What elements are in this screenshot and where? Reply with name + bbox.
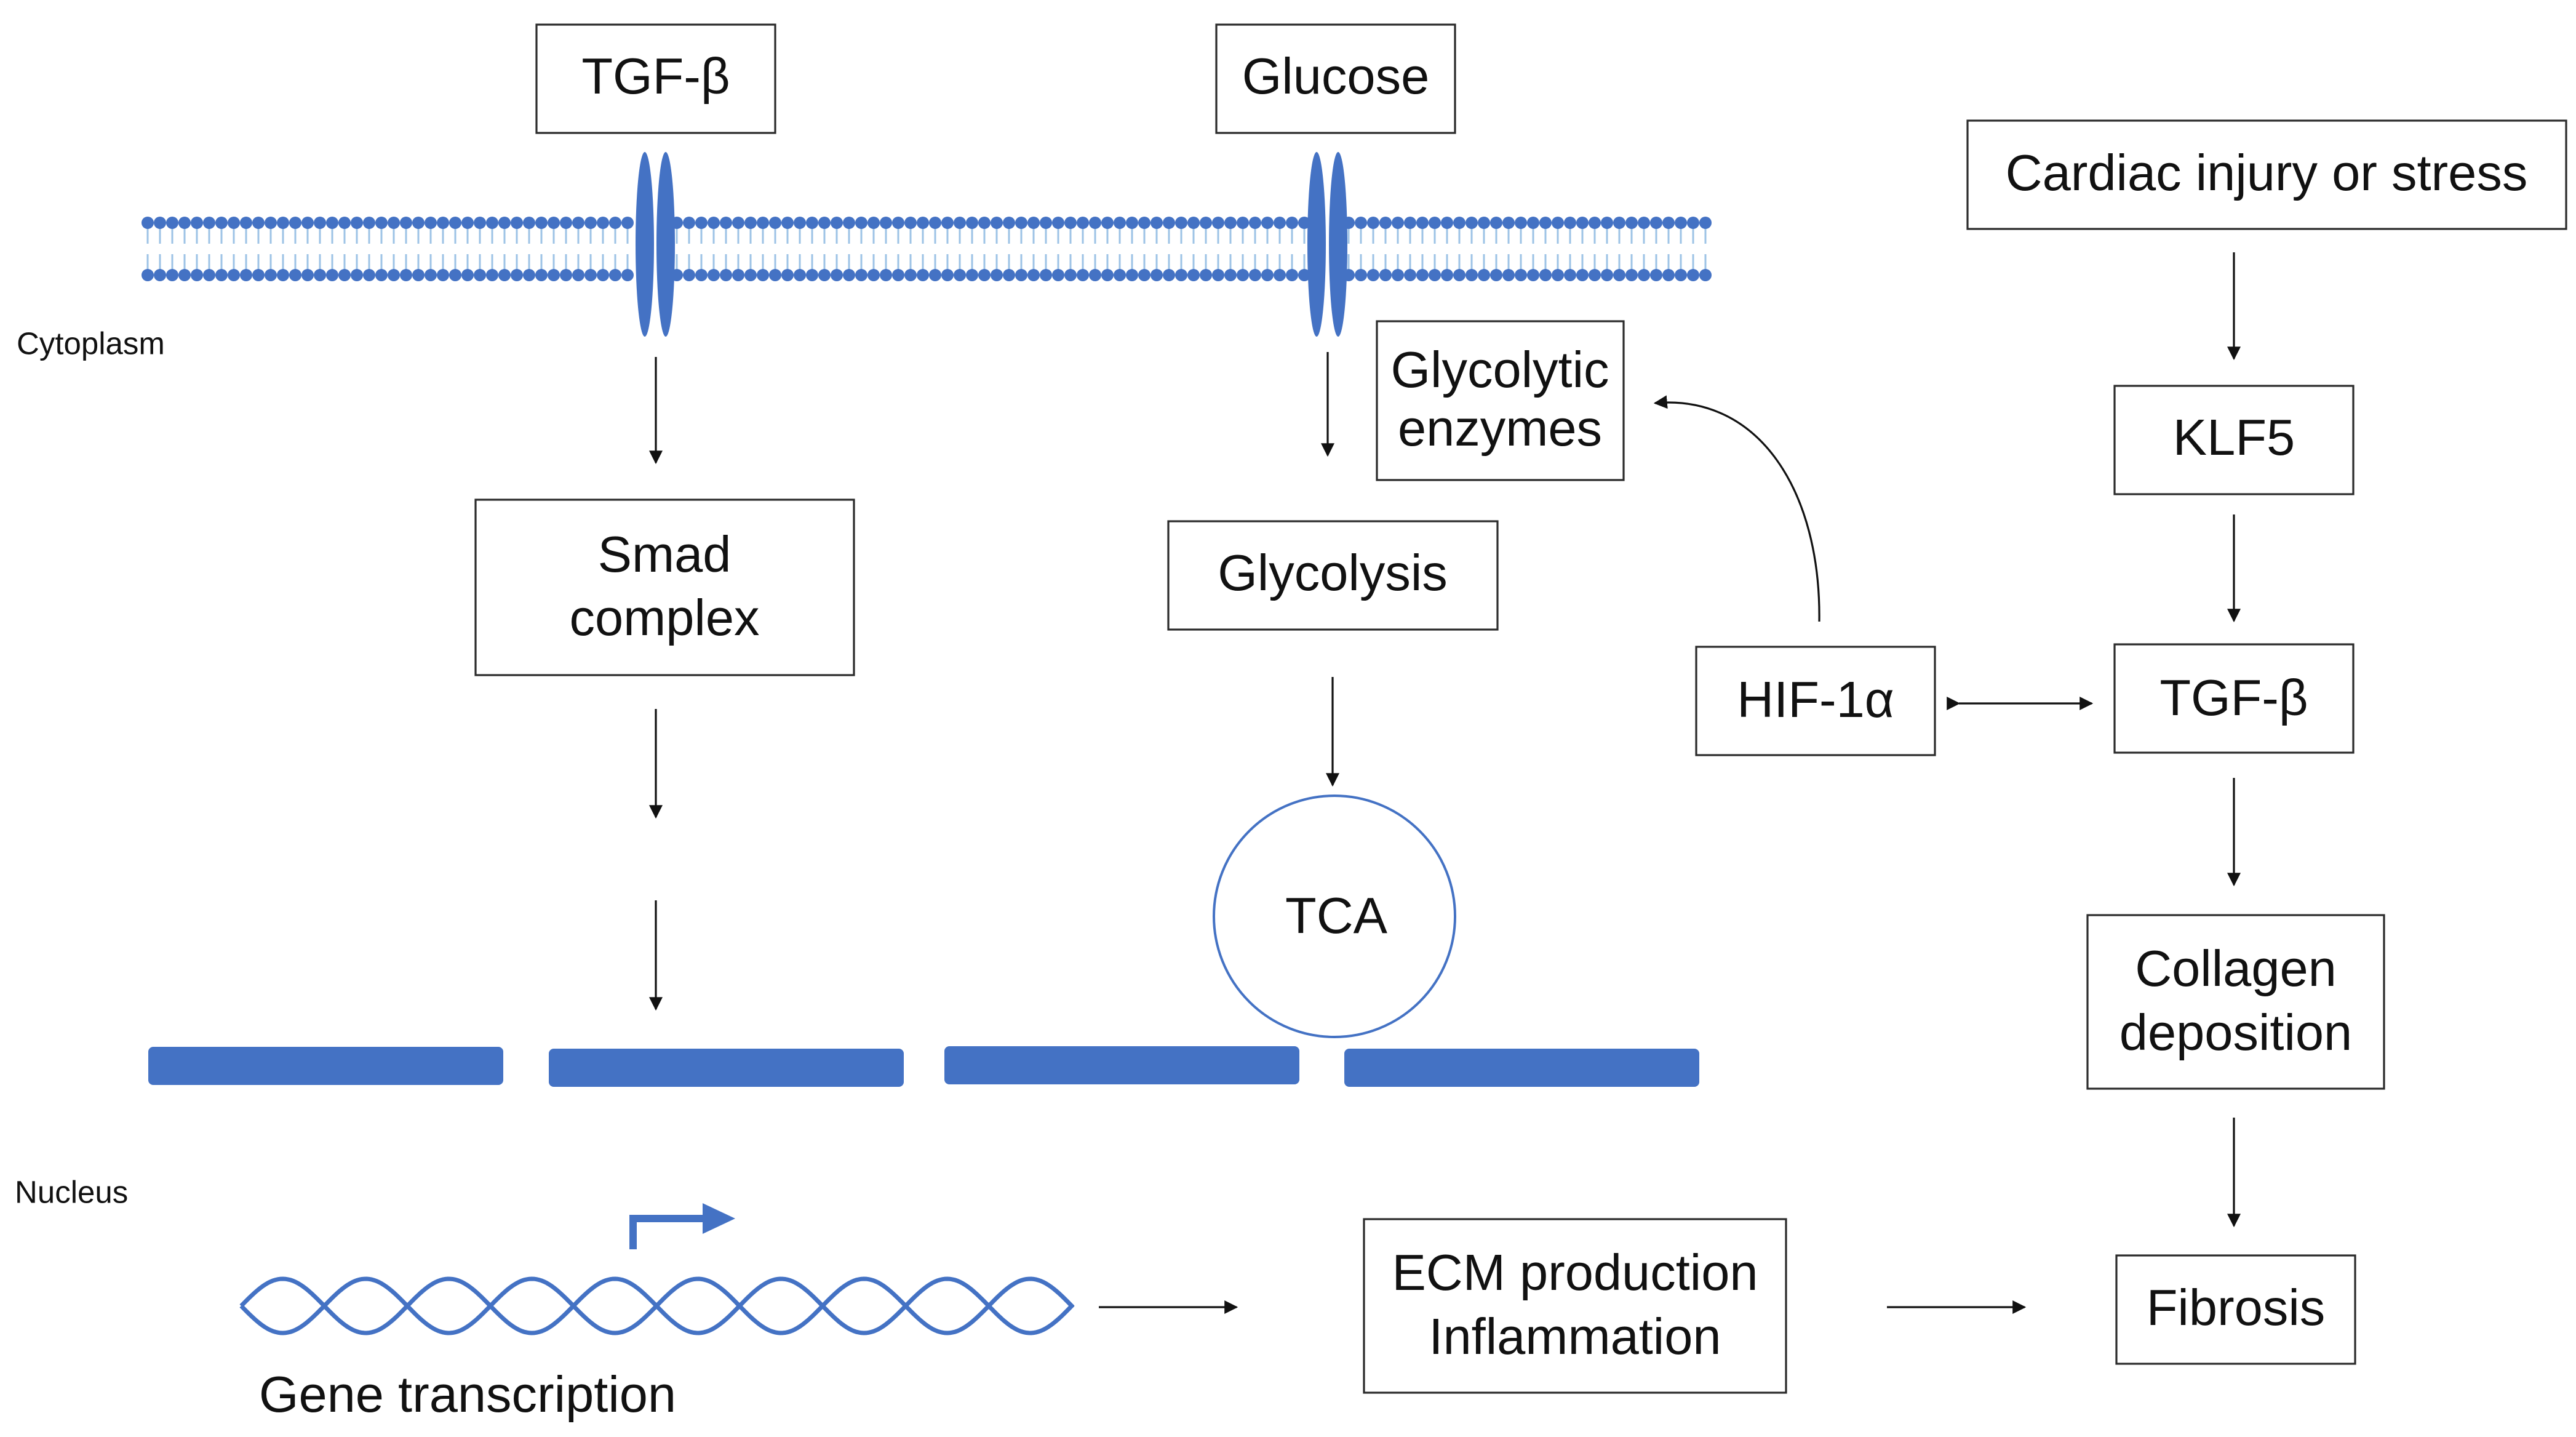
gene-transcription-label: Gene transcription xyxy=(259,1366,676,1423)
cardiac-injury-node: Cardiac injury or stress xyxy=(1966,119,2567,230)
cytoplasm-label: Cytoplasm xyxy=(17,326,165,361)
ecm-line1: ECM production xyxy=(1392,1244,1758,1301)
nucleus-label: Nucleus xyxy=(15,1174,128,1209)
fibrosis-label: Fibrosis xyxy=(2147,1279,2326,1336)
glucose-transporter-icon xyxy=(1307,152,1347,337)
tgfb-top-node: TGF-β xyxy=(535,23,776,134)
klf5-label: KLF5 xyxy=(2173,409,2295,466)
glycolytic-line1: Glycolytic xyxy=(1390,341,1609,398)
smad-line1: Smad xyxy=(598,526,732,583)
hif1a-label: HIF-1α xyxy=(1737,671,1894,728)
glycolysis-label: Glycolysis xyxy=(1218,544,1448,601)
cell-membrane xyxy=(142,217,1712,281)
smad-line2: complex xyxy=(569,589,759,646)
tgfb-top-label: TGF-β xyxy=(581,47,730,105)
glycolysis-node: Glycolysis xyxy=(1167,520,1499,631)
fibrosis-node: Fibrosis xyxy=(2115,1254,2356,1365)
collagen-line2: deposition xyxy=(2119,1004,2352,1061)
nuclear-envelope xyxy=(148,1046,1699,1087)
tgfb-right-node: TGF-β xyxy=(2113,643,2355,754)
ecm-line2: Inflammation xyxy=(1429,1308,1721,1365)
ecm-inflammation-node: ECM production Inflammation xyxy=(1363,1218,1787,1394)
glycolytic-line2: enzymes xyxy=(1398,399,1602,457)
collagen-line1: Collagen xyxy=(2135,940,2337,997)
klf5-node: KLF5 xyxy=(2113,385,2355,495)
arrow-hif-to-glycolytic-enzymes xyxy=(1653,395,1820,622)
cardiac-injury-label: Cardiac injury or stress xyxy=(2006,144,2528,201)
transcription-start-icon xyxy=(629,1203,735,1249)
smad-complex-node: Smad complex xyxy=(474,498,855,676)
glucose-label: Glucose xyxy=(1242,47,1429,105)
glucose-node: Glucose xyxy=(1215,23,1456,134)
dna-helix-icon xyxy=(239,1276,1075,1335)
tgfb-receptor-icon xyxy=(636,152,675,337)
collagen-deposition-node: Collagen deposition xyxy=(2086,914,2385,1090)
hif1a-node: HIF-1α xyxy=(1695,646,1936,756)
tca-node: TCA xyxy=(1213,795,1456,1038)
glycolytic-enzymes-node: Glycolytic enzymes xyxy=(1376,320,1625,481)
tca-label: TCA xyxy=(1285,887,1388,944)
tgfb-right-label: TGF-β xyxy=(2159,669,2308,726)
